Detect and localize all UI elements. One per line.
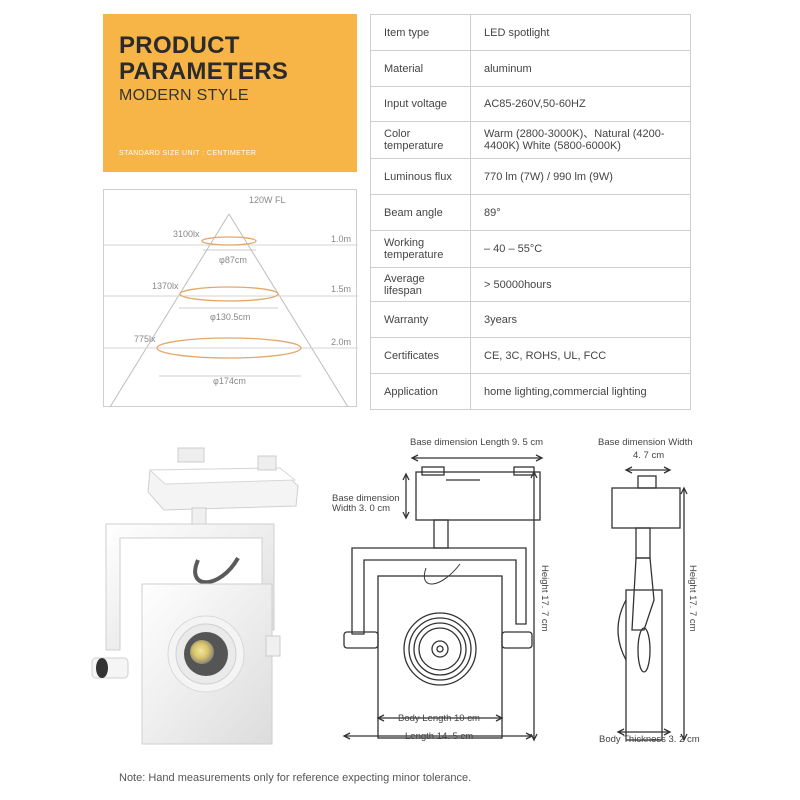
front-dimension-drawing bbox=[342, 454, 544, 742]
param-value: 89° bbox=[470, 194, 691, 231]
param-value: aluminum bbox=[470, 50, 691, 87]
lux-label-3: 775lx bbox=[134, 334, 156, 344]
diameter-label-1: φ87cm bbox=[219, 255, 247, 265]
param-value: > 50000hours bbox=[470, 267, 691, 302]
table-row: Warranty 3years bbox=[370, 301, 691, 338]
table-row: Average lifespan > 50000hours bbox=[370, 267, 691, 302]
table-row: Working temperature – 40 – 55°C bbox=[370, 230, 691, 268]
light-distribution-diagram: 120W FL 3100lx φ87cm 1.0m 1370lx φ130.5c… bbox=[103, 189, 358, 408]
base-length-label: Base dimension Length 9. 5 cm bbox=[410, 437, 544, 448]
base-width-label: Base dimension Width bbox=[598, 437, 693, 448]
lux-label-2: 1370lx bbox=[152, 281, 179, 291]
param-key: Item type bbox=[370, 14, 471, 51]
parameters-table: Item type LED spotlight Material aluminu… bbox=[370, 14, 691, 410]
distance-label-1: 1.0m bbox=[331, 234, 351, 244]
distance-label-3: 2.0m bbox=[331, 337, 351, 347]
beam-ellipse-2 bbox=[179, 286, 279, 302]
height-side-label: Height 17. 7 cm bbox=[687, 565, 698, 632]
lux-label-1: 3100lx bbox=[173, 229, 200, 239]
param-key: Luminous flux bbox=[370, 158, 471, 195]
table-row: Material aluminum bbox=[370, 50, 691, 87]
diameter-label-2: φ130.5cm bbox=[210, 312, 250, 322]
body-length-label: Body Length 10 cm bbox=[398, 713, 480, 724]
param-value: home lighting,commercial lighting bbox=[470, 373, 691, 410]
side-dimension-drawing bbox=[611, 466, 688, 742]
beam-ellipse-3 bbox=[156, 337, 302, 359]
param-key: Beam angle bbox=[370, 194, 471, 231]
height-label: Height 17. 7 cm bbox=[539, 565, 550, 632]
table-row: Luminous flux 770 lm (7W) / 990 lm (9W) bbox=[370, 158, 691, 195]
param-value: – 40 – 55°C bbox=[470, 230, 691, 268]
param-value: CE, 3C, ROHS, UL, FCC bbox=[470, 337, 691, 374]
base-width-value: 4. 7 cm bbox=[633, 450, 665, 461]
product-photo bbox=[91, 447, 299, 745]
param-key: Color temperature bbox=[370, 121, 471, 159]
param-key: Warranty bbox=[370, 301, 471, 338]
diameter-label-3: φ174cm bbox=[213, 376, 246, 386]
length-label: Length 14. 5 cm bbox=[405, 731, 474, 742]
param-value: AC85-260V,50-60HZ bbox=[470, 86, 691, 122]
param-key: Certificates bbox=[370, 337, 471, 374]
table-row: Application home lighting,commercial lig… bbox=[370, 373, 691, 410]
param-key: Input voltage bbox=[370, 86, 471, 122]
beam-ellipse-1 bbox=[201, 236, 257, 246]
param-value: Warm (2800-3000K)、Natural (4200-4400K) W… bbox=[470, 121, 691, 159]
param-value: 3years bbox=[470, 301, 691, 338]
distance-label-2: 1.5m bbox=[331, 284, 351, 294]
body-thickness-label: Body Thickness 3. 2 cm bbox=[599, 734, 700, 745]
table-row: Certificates CE, 3C, ROHS, UL, FCC bbox=[370, 337, 691, 374]
param-value: 770 lm (7W) / 990 lm (9W) bbox=[470, 158, 691, 195]
measurement-note: Note: Hand measurements only for referen… bbox=[119, 772, 472, 784]
param-key: Material bbox=[370, 50, 471, 87]
param-value: LED spotlight bbox=[470, 14, 691, 51]
light-cone-svg: 120W FL 3100lx φ87cm 1.0m 1370lx φ130.5c… bbox=[104, 195, 358, 408]
param-key: Working temperature bbox=[370, 230, 471, 268]
lamp-label: 120W FL bbox=[249, 195, 286, 205]
style-label: MODERN STYLE bbox=[119, 87, 249, 104]
unit-note: STANDARD SIZE UNIT : CENTIMETER bbox=[119, 150, 257, 157]
table-row: Color temperature Warm (2800-3000K)、Natu… bbox=[370, 121, 691, 159]
table-row: Item type LED spotlight bbox=[370, 14, 691, 51]
param-key: Average lifespan bbox=[370, 267, 471, 302]
param-key: Application bbox=[370, 373, 471, 410]
table-row: Input voltage AC85-260V,50-60HZ bbox=[370, 86, 691, 122]
table-row: Beam angle 89° bbox=[370, 194, 691, 231]
base-width-dim-label: Base dimension Width 3. 0 cm bbox=[332, 493, 400, 514]
